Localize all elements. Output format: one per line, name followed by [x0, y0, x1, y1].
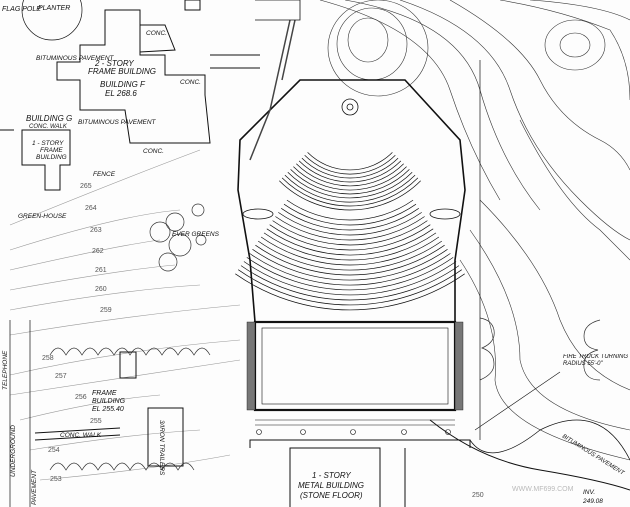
seat-row — [255, 244, 445, 276]
conc-pad — [139, 24, 176, 53]
label-fence: FENCE — [93, 171, 116, 178]
label-frame-building-2: BUILDING — [92, 398, 126, 405]
label-inv-1: INV. — [583, 489, 595, 496]
contour-265: 265 — [80, 183, 92, 190]
seat-row — [266, 228, 434, 256]
label-building-g: BUILDING G — [26, 114, 72, 123]
seat-row — [237, 269, 463, 306]
seat-row — [284, 174, 416, 203]
seat-row — [304, 155, 396, 175]
seat-row — [246, 257, 454, 291]
seat-row — [240, 265, 460, 301]
seat-row — [243, 261, 457, 296]
contour-256: 256 — [75, 394, 87, 401]
label-conc-1: CONC. — [146, 30, 167, 37]
contour-263: 263 — [90, 227, 102, 234]
stage-outline — [253, 320, 457, 412]
building-f-outline — [56, 9, 211, 144]
label-frame-building-1: FRAME — [92, 390, 117, 397]
label-conc-2: CONC. — [180, 79, 201, 86]
seat-row — [275, 216, 425, 241]
label-building-f-3: BUILDING F — [100, 80, 146, 89]
label-trailers: 3/IRON TRAILERS — [158, 420, 165, 476]
contour-264: 264 — [85, 205, 97, 212]
seat-row — [249, 253, 451, 286]
contour-254: 254 — [48, 447, 60, 454]
contour-255: 255 — [90, 418, 102, 425]
contour-258: 258 — [42, 355, 54, 362]
label-conc-walk-1: CONC. WALK — [29, 124, 68, 130]
metal-building-outline — [289, 447, 381, 507]
seat-row — [283, 203, 417, 226]
label-bituminous-1: BITUMINOUS PAVEMENT — [36, 55, 115, 62]
fire-truck-note: FIRE TRUCK TURNING RADIUS 55'-0" — [563, 354, 628, 367]
label-bituminous-3: BITUMINOUS PAVEMENT — [561, 434, 626, 478]
label-frame-building-3: EL 255.40 — [92, 406, 124, 413]
contour-257: 257 — [55, 373, 67, 380]
amphitheater-outline — [237, 79, 466, 323]
label-metal-1: 1 - STORY — [312, 471, 351, 480]
seat-row — [260, 236, 440, 266]
seat-row — [252, 249, 448, 281]
planter-circle — [21, 0, 83, 41]
contour-labels: 265 264 263 262 261 260 259 258 257 256 … — [42, 183, 484, 499]
frame-building-small — [119, 351, 137, 379]
label-evergreens: EVER GREENS — [172, 231, 220, 238]
seat-row — [281, 177, 419, 207]
contour-lines-right — [319, 0, 630, 461]
label-building-g-1: 1 - STORY — [32, 140, 64, 147]
contour-253: 253 — [50, 476, 62, 483]
seating-rows — [235, 152, 465, 311]
seat-row — [290, 169, 410, 195]
label-building-f-2: FRAME BUILDING — [88, 67, 156, 76]
contour-261: 261 — [95, 267, 107, 274]
label-conc-3: CONC. — [143, 148, 164, 155]
seat-row — [272, 220, 428, 246]
existing-buildings — [0, 0, 471, 507]
label-building-g-3: BUILDING — [36, 154, 67, 161]
label-building-g-2: FRAME — [40, 147, 63, 154]
trailers-outline — [147, 407, 184, 467]
contour-250: 250 — [472, 492, 484, 499]
watermark: WWW.MF699.COM — [512, 486, 574, 493]
label-underground: UNDERGROUND — [10, 425, 17, 477]
label-building-f-1: 2 - STORY — [94, 59, 134, 68]
seat-row — [278, 212, 422, 236]
label-metal-3: (STONE FLOOR) — [300, 491, 363, 500]
label-fire-truck: FIRE TRUCK TURNING RADIUS 55'-0" — [563, 354, 628, 367]
label-building-f-4: EL 268.6 — [105, 89, 137, 98]
seat-row — [287, 171, 413, 199]
seat-row — [298, 160, 402, 183]
seat-row — [269, 224, 431, 251]
building-g-outline — [21, 129, 71, 191]
seat-row — [280, 208, 420, 231]
label-metal-2: METAL BUILDING — [298, 481, 364, 490]
label-planter: PLANTER — [38, 5, 70, 12]
contour-262: 262 — [92, 248, 104, 255]
seat-row — [307, 152, 393, 171]
contour-260: 260 — [95, 286, 107, 293]
label-pavement: PAVEMENT — [31, 469, 38, 505]
contour-lines-left — [9, 149, 241, 481]
label-greenhouse: GREEN-HOUSE — [18, 213, 67, 220]
label-conc-walk-2: CONC. WALK — [60, 432, 102, 439]
conc-walk-lines — [34, 427, 121, 441]
label-flag-pole: FLAG POLE — [2, 6, 41, 13]
seat-row — [279, 180, 421, 211]
label-bituminous-2: BITUMINOUS PAVEMENT — [78, 119, 157, 126]
label-telephone: TELEPHONE — [2, 350, 9, 390]
seat-row — [296, 163, 404, 187]
seat-row — [235, 273, 465, 311]
trees — [49, 203, 601, 471]
seat-row — [257, 240, 443, 271]
seat-row — [263, 232, 437, 261]
grid-markers — [256, 429, 451, 435]
seat-row — [286, 199, 414, 221]
contour-259: 259 — [100, 307, 112, 314]
label-inv-2: 249.08 — [582, 498, 603, 505]
amphitheater — [235, 0, 630, 491]
seat-row — [293, 166, 407, 191]
seat-row — [301, 157, 399, 179]
